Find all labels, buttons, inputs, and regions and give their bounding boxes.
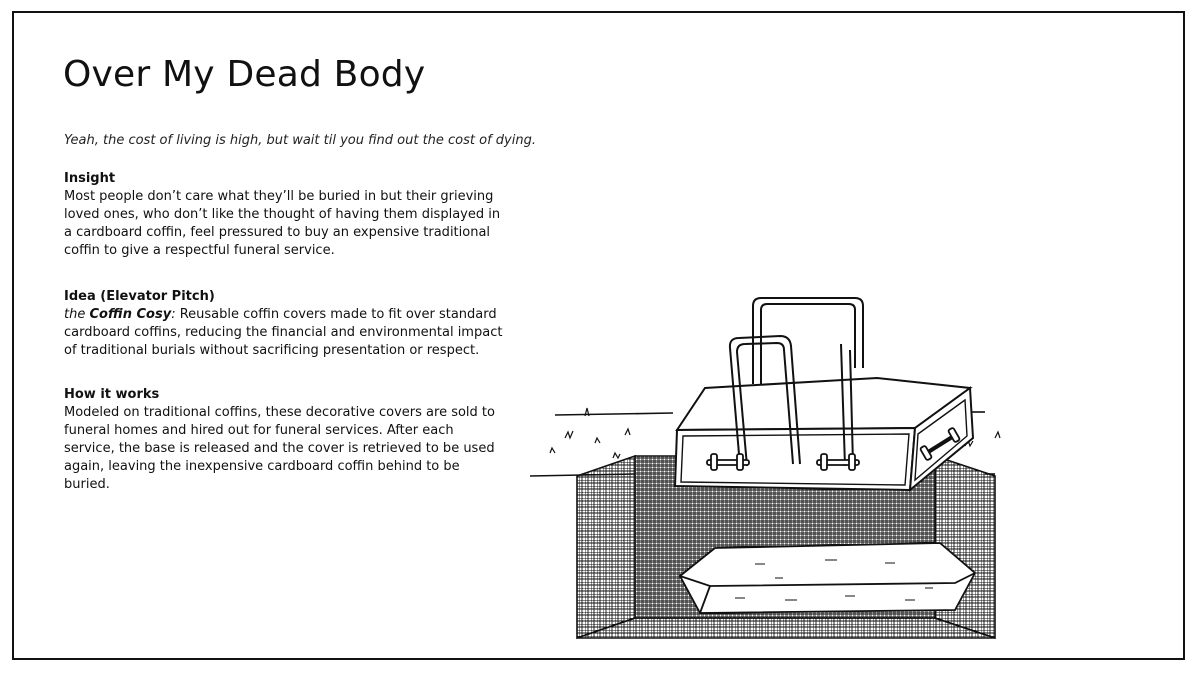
product-name: Coffin Cosy [89, 307, 172, 322]
insight-section: Insight Most people don’t care what they… [64, 170, 504, 260]
idea-body: Reusable coffin covers made to fit over … [64, 307, 503, 358]
page-title: Over My Dead Body [63, 54, 426, 95]
coffin-cover [673, 376, 975, 493]
how-it-works-section: How it works Modeled on traditional coff… [64, 386, 504, 494]
cover-fittings [706, 427, 961, 471]
idea-body-paragraph: the Coffin Cosy: Reusable coffin covers … [64, 306, 504, 360]
insight-body: Most people don’t care what they’ll be b… [64, 189, 501, 258]
how-body: Modeled on traditional coffins, these de… [64, 405, 495, 492]
idea-heading: Idea (Elevator Pitch) [64, 289, 215, 304]
idea-prefix: the [64, 307, 90, 322]
how-heading: How it works [64, 387, 160, 402]
coffin-illustration [529, 297, 1001, 640]
idea-colon: : [171, 307, 176, 322]
lifting-handles [752, 297, 864, 384]
cardboard-coffin [678, 542, 977, 614]
front-handles [728, 334, 854, 467]
grass-tufts [549, 407, 1001, 460]
slide-frame [12, 11, 1185, 660]
idea-section: Idea (Elevator Pitch) the Coffin Cosy: R… [64, 288, 504, 360]
insight-heading: Insight [64, 171, 116, 186]
tagline: Yeah, the cost of living is high, but wa… [64, 133, 536, 148]
